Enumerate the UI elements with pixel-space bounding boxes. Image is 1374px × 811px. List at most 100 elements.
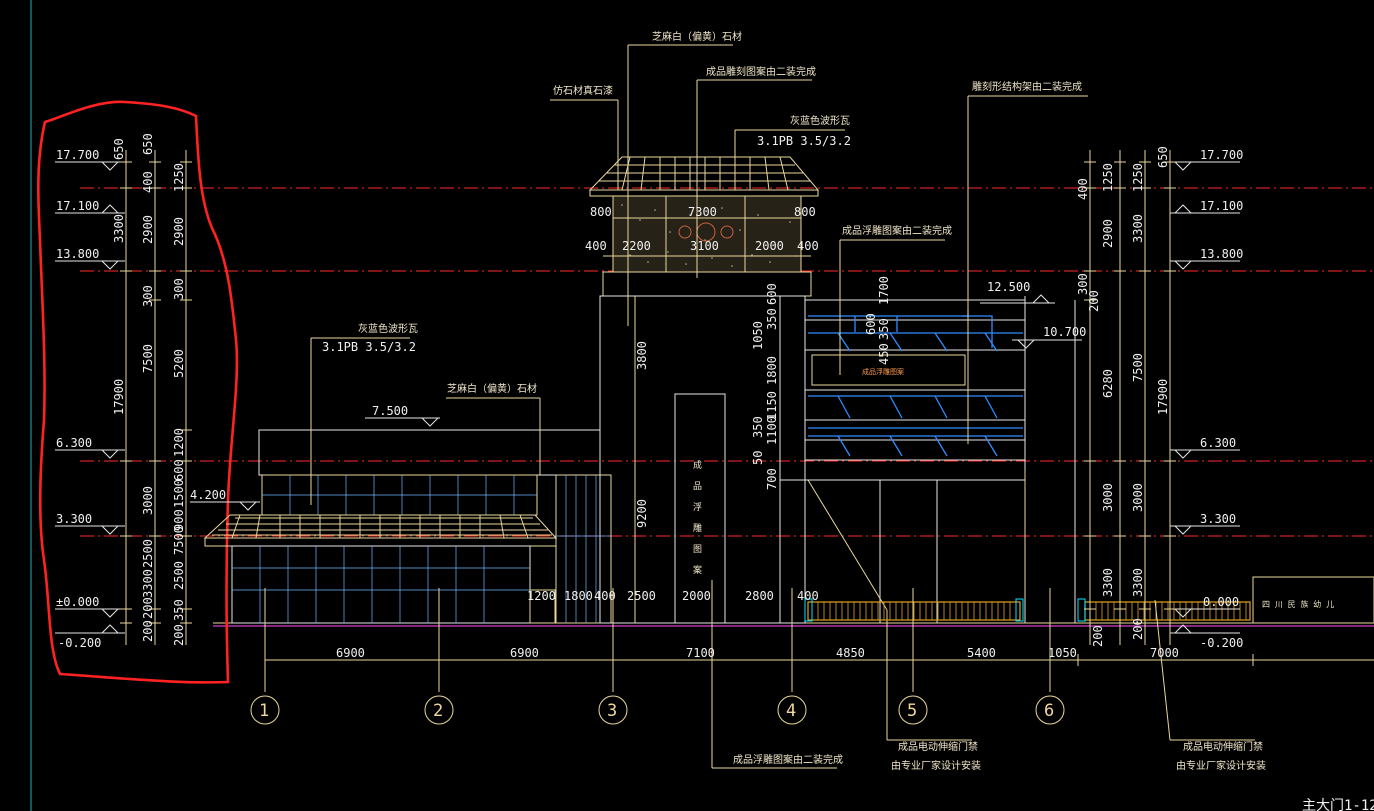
ldi-12: 200 [172,624,186,646]
rdi-1250: 1250 [1101,163,1115,192]
rdm-7500: 7500 [1131,353,1145,382]
ldi-2: 2900 [172,217,186,246]
rb-350: 350 [765,308,779,330]
rb-600b: 600 [864,313,878,335]
rb-50: 50 [751,451,765,465]
level-left-1: 17.700 [56,148,99,162]
level-right-3: 13.800 [1200,247,1243,261]
bs-2500: 2500 [627,589,656,603]
bs-1800: 1800 [564,589,593,603]
rb-450: 450 [877,343,891,365]
bs-400: 400 [594,589,616,603]
note-roof-tile-left-code: 3.1PB 3.5/3.2 [322,340,416,354]
axis-dim-2: 6900 [510,646,539,660]
ldi-4: 5200 [172,349,186,378]
tower-dim-800-right: 800 [794,205,816,219]
tower-dim-3800: 3800 [635,341,649,370]
rdi-200: 200 [1087,290,1101,312]
ldm-5: 7500 [141,344,155,373]
rdo-650: 650 [1156,146,1170,168]
rb-350b: 350 [751,416,765,438]
axis-dim-5: 5400 [967,646,996,660]
note-roof-tile-top: 灰蓝色波形瓦 [790,114,850,127]
rdi-3300: 3300 [1101,568,1115,597]
sign-text: 四 川 民 族 幼 儿 [1262,599,1334,609]
note-gate-right-1: 成品电动伸缩门禁 [1183,740,1263,753]
level-left-5: 3.300 [56,512,92,526]
rdm-3000: 3000 [1131,483,1145,512]
note-stone-paint: 仿石材真石漆 [553,84,613,97]
ldm-6: 2500 [141,539,155,568]
axis-label-6: 6 [1044,701,1054,721]
ldm-4: 300 [141,285,155,307]
ldo-2: 3300 [112,214,126,243]
note-roof-tile-left: 灰蓝色波形瓦 [358,322,418,335]
level-12500: 12.500 [987,280,1030,294]
rdi-6280: 6280 [1101,369,1115,398]
tower-dim-9200: 9200 [635,499,649,528]
rdi-3000: 3000 [1101,483,1115,512]
tower-dim-2200: 2200 [622,239,651,253]
level-right-7: -0.200 [1200,636,1243,650]
ldo-5: 3300 [141,569,155,598]
note-stone-left: 芝麻白（偏黄）石材 [447,382,537,395]
rb-700: 700 [765,468,779,490]
axis-label-2: 2 [433,701,443,721]
ldi-8: 900 [172,509,186,531]
vertical-panel-text: 成品浮雕图案 [691,459,702,586]
bs-1200: 1200 [527,589,556,603]
level-7500: 7.500 [372,404,408,418]
axis-dim-4: 4850 [836,646,865,660]
rb-1800: 1800 [765,356,779,385]
axis-bubbles: 1 2 3 4 5 6 [250,695,1065,725]
retractable-gates: 成品电动伸缩门禁 由专业厂家设计安装 [804,598,1266,772]
ldm-7: 200 [141,597,155,619]
right-structure: 成品浮雕图案 成品浮雕图案由二装完成 雕刻形结构架由二装完成 12.500 10… [751,80,1088,772]
rb-600: 600 [765,283,779,305]
ldo-4: 3000 [141,486,155,515]
ldi-6: 600 [172,459,186,481]
rb-350c: 350 [877,318,891,340]
ldo-3: 17900 [112,379,126,415]
note-roof-tile-top-code: 3.1PB 3.5/3.2 [757,134,851,148]
level-left-7: -0.200 [58,636,101,650]
rdi-200b: 200 [1091,625,1105,647]
axis-label-5: 5 [907,701,917,721]
level-right-5: 3.300 [1200,512,1236,526]
bs-2000: 2000 [682,589,711,603]
note-frame: 雕刻形结构架由二装完成 [972,80,1082,93]
axis-dim-3: 7100 [686,646,715,660]
note-gate-right-2: 由专业厂家设计安装 [1176,759,1266,772]
ldm-3: 2900 [141,215,155,244]
rdi-2900: 2900 [1101,219,1115,248]
axis-dim-1: 6900 [336,646,365,660]
rdm-200: 200 [1131,618,1145,640]
note-gate-left-1: 成品电动伸缩门禁 [898,740,978,753]
left-dimension-columns: 650 3300 17900 3000 3300 200 650 400 290… [112,133,192,646]
ldi-1: 1250 [172,163,186,192]
bottom-segment-dims: 1200 1800 400 2500 2000 2800 400 [527,589,819,603]
rdm-3300: 3300 [1131,214,1145,243]
left-level-marks: 17.700 17.100 13.800 6.300 3.300 ±0.000 … [55,148,125,650]
level-right-4: 6.300 [1200,436,1236,450]
central-tower: 芝麻白（偏黄）石材 成品雕刻图案由二装完成 仿石材真石漆 灰蓝色波形瓦 3.1P… [550,30,851,769]
level-left-6: ±0.000 [56,595,99,609]
tower-dim-400-left: 400 [585,239,607,253]
rdm-1250: 1250 [1131,163,1145,192]
left-pavilion: 7.500 4.200 灰蓝色波形瓦 3.1PB 3.5/3.2 芝麻白（偏黄）… [190,322,612,624]
ldm-1: 650 [141,133,155,155]
rdi-300: 300 [1076,273,1090,295]
note-carving-top: 成品雕刻图案由二装完成 [706,65,816,78]
rb-1050: 1050 [751,321,765,350]
tower-dim-3100: 3100 [690,239,719,253]
sign-wall: 四 川 民 族 幼 儿 [1252,576,1374,624]
drawing-title: 主大门1-12 [1302,798,1374,811]
level-left-3: 13.800 [56,247,99,261]
bs-400b: 400 [797,589,819,603]
axis-dimensions: 6900 6900 7100 4850 5400 1050 7000 [264,588,1374,692]
level-right-6: 0.000 [1203,595,1239,609]
ldo-1: 650 [112,138,126,160]
ldi-10: 2500 [172,561,186,590]
rb-1100: 1100 [765,416,779,445]
